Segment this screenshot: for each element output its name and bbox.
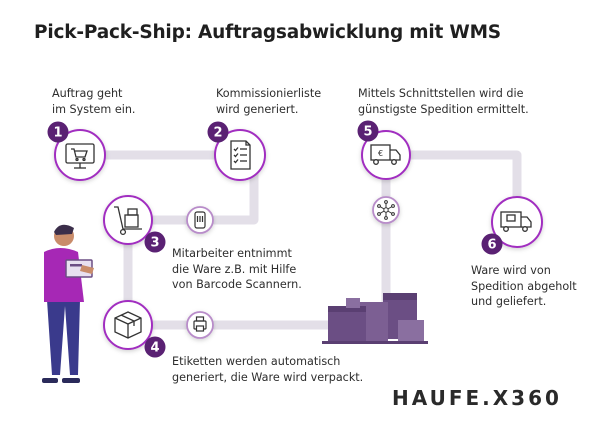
step-2-number: 2 bbox=[213, 126, 222, 141]
step-1-description: Auftrag geht im System ein. bbox=[52, 87, 136, 116]
brand-logo: HAUFE.X360 bbox=[392, 386, 562, 410]
step-6-number: 6 bbox=[487, 238, 496, 253]
step-6-node: 6 bbox=[481, 196, 543, 255]
warehouse-worker-illustration bbox=[42, 224, 94, 383]
barcode-scanner-connector bbox=[186, 206, 214, 234]
label-printer-connector bbox=[186, 311, 214, 339]
hand-truck-icon bbox=[114, 206, 142, 236]
step-4-node: 4 bbox=[103, 300, 166, 358]
euro-truck-icon: € bbox=[370, 144, 401, 165]
step-2-node: 2 bbox=[207, 121, 266, 181]
computer-cart-icon bbox=[65, 143, 95, 169]
page-title: Pick-Pack-Ship: Auftragsabwicklung mit W… bbox=[34, 22, 501, 43]
step-2-description: Kommissionierliste wird generiert. bbox=[216, 87, 322, 116]
svg-text:€: € bbox=[378, 149, 383, 158]
checklist-icon bbox=[230, 140, 251, 170]
step-1-number: 1 bbox=[53, 126, 62, 141]
step-5-description: Mittels Schnittstellen wird die günstigs… bbox=[358, 87, 529, 116]
step-3-node: 3 bbox=[103, 195, 166, 253]
step-3-number: 3 bbox=[150, 236, 159, 251]
delivery-truck-icon bbox=[500, 211, 532, 232]
step-6-description: Ware wird von Spedition abgeholt und gel… bbox=[471, 264, 577, 308]
track-segment-5-6 bbox=[393, 150, 522, 205]
step-1-node: 1 bbox=[47, 121, 106, 181]
network-hub-connector bbox=[372, 196, 400, 224]
step-5-node: € 5 bbox=[357, 120, 411, 180]
step-5-number: 5 bbox=[363, 125, 372, 140]
step-3-description: Mitarbeiter entnimmt die Ware z.B. mit H… bbox=[172, 247, 302, 291]
package-box-icon bbox=[114, 311, 142, 339]
track-segment-2-3 bbox=[120, 165, 259, 225]
network-hub-icon bbox=[377, 200, 395, 220]
label-printer-icon bbox=[193, 316, 207, 332]
barcode-scanner-icon bbox=[194, 211, 206, 229]
step-4-number: 4 bbox=[150, 341, 159, 356]
step-4-description: Etiketten werden automatisch generiert, … bbox=[172, 355, 364, 384]
shipping-boxes-illustration bbox=[322, 293, 428, 344]
